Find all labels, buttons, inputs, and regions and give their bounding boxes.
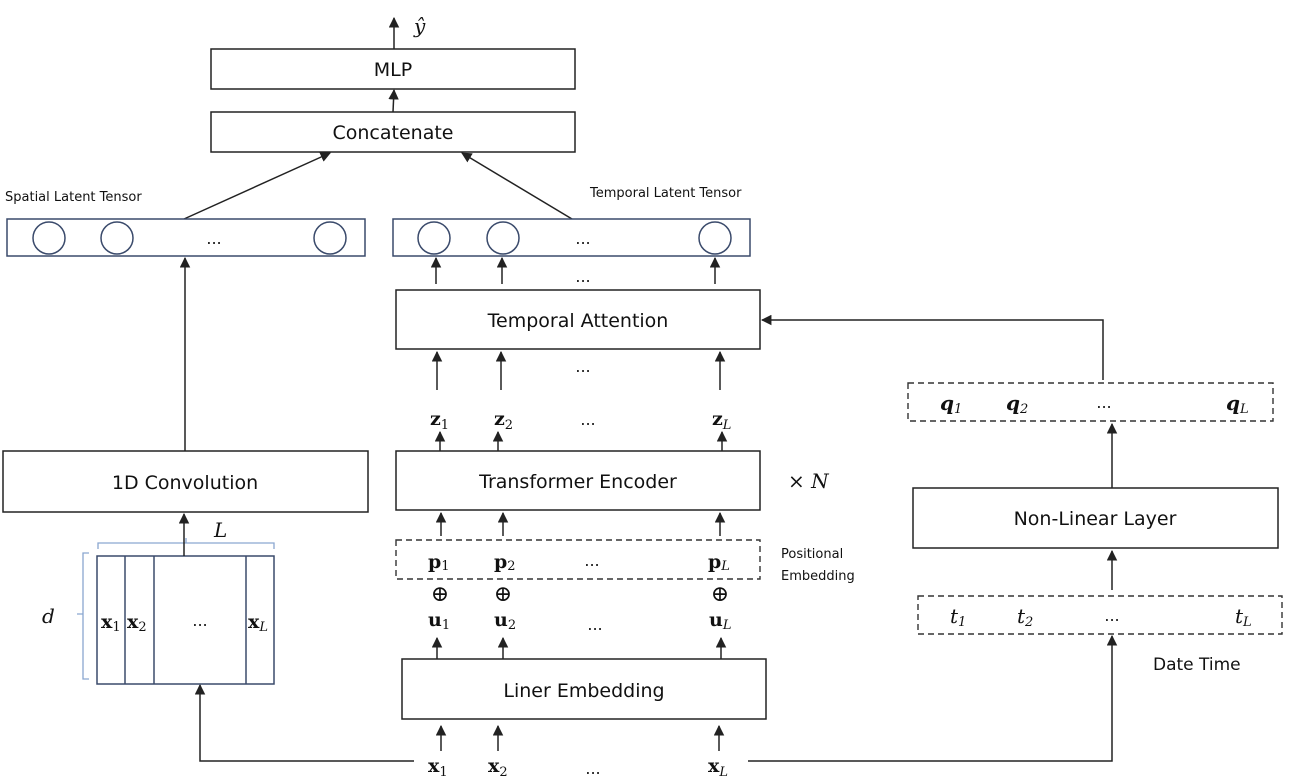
mlp-label: MLP xyxy=(374,59,412,81)
spatial-neuron xyxy=(100,221,134,255)
output-symbol: ŷ xyxy=(413,14,426,38)
t-L: tL xyxy=(1235,604,1252,630)
temporal-tensor-label: Temporal Latent Tensor xyxy=(589,186,742,201)
positional-embedding-box: p1 p2 ... pL xyxy=(395,539,761,580)
mlp-block: MLP xyxy=(210,48,576,90)
temporal-neuron xyxy=(417,221,451,255)
concat-to-mlp-arrow xyxy=(388,88,399,113)
temporal-ellipsis: ... xyxy=(575,229,590,248)
temporal-to-concat-arrow xyxy=(461,152,573,220)
linear-embedding-block: Liner Embedding xyxy=(401,658,767,720)
oplus-icon: ⊕ xyxy=(711,582,729,607)
concatenate-label: Concatenate xyxy=(333,122,454,144)
p-2: p2 xyxy=(494,551,516,574)
z-sequence: z1 z2 ... zL xyxy=(430,408,731,433)
transformer-encoder-label: Transformer Encoder xyxy=(478,471,677,493)
u-2: u2 xyxy=(494,609,516,633)
q-1: q1 xyxy=(940,391,962,417)
x-1: x1 xyxy=(428,755,448,780)
conv1d-block: 1D Convolution xyxy=(2,450,369,513)
conv1d-label: 1D Convolution xyxy=(112,472,258,494)
t-ellipsis: ... xyxy=(1104,606,1119,625)
p-1: p1 xyxy=(428,551,450,574)
height-brace xyxy=(77,552,89,680)
spatial-ellipsis: ... xyxy=(206,229,221,248)
matrix-ellipsis: ... xyxy=(192,611,207,630)
input-to-spatial-line xyxy=(194,683,414,762)
z-ellipsis: ... xyxy=(580,410,595,429)
concatenate-block: Concatenate xyxy=(210,111,576,153)
z-attn-ellipsis: ... xyxy=(575,357,590,376)
oplus-icon: ⊕ xyxy=(494,582,512,607)
temporal-latent-tensor: ... xyxy=(392,218,751,257)
dim-d-label: d xyxy=(42,604,55,628)
width-brace xyxy=(97,538,275,549)
matrix-x-2: x2 xyxy=(127,611,147,635)
temporal-neuron xyxy=(698,221,732,255)
temporal-attention-block: Temporal Attention xyxy=(395,289,761,350)
datetime-box: t1 t2 ... tL xyxy=(917,595,1283,635)
q-2: q2 xyxy=(1006,391,1028,417)
temporal-attention-label: Temporal Attention xyxy=(487,310,669,332)
z-1: z1 xyxy=(430,408,449,433)
nonlinear-layer-label: Non-Linear Layer xyxy=(1014,508,1177,530)
nonlinear-layer-block: Non-Linear Layer xyxy=(912,487,1279,549)
u-ellipsis: ... xyxy=(587,615,602,634)
repeat-n-label: × N xyxy=(788,469,830,493)
spatial-neuron xyxy=(313,221,347,255)
spatial-tensor-label: Spatial Latent Tensor xyxy=(5,190,142,205)
temporal-neuron xyxy=(486,221,520,255)
z-2: z2 xyxy=(494,408,513,433)
u-1: u1 xyxy=(428,609,450,633)
t-2: t2 xyxy=(1017,604,1033,630)
x-L: xL xyxy=(708,755,728,780)
query-to-attention-line xyxy=(760,314,1104,380)
q-ellipsis: ... xyxy=(1096,393,1111,412)
input-to-datetime-line xyxy=(748,634,1118,762)
t-1: t1 xyxy=(950,604,966,630)
linear-embedding-label: Liner Embedding xyxy=(503,680,664,702)
x-2: x2 xyxy=(488,755,508,780)
attn-out-ellipsis: ... xyxy=(575,267,590,286)
dim-L-label: L xyxy=(213,518,227,542)
matrix-x-L: xL xyxy=(248,611,268,635)
positional-label-line1: Positional xyxy=(781,547,843,562)
u-sequence: u1 u2 ... uL xyxy=(428,609,731,634)
spatial-to-concat-arrow xyxy=(183,152,331,220)
matrix-x-1: x1 xyxy=(101,611,121,635)
query-box: q1 q2 ... qL xyxy=(907,382,1274,422)
transformer-encoder-block: Transformer Encoder xyxy=(395,450,761,511)
spatial-latent-tensor: ... xyxy=(6,218,366,257)
u-L: uL xyxy=(709,609,731,633)
x-input-sequence: x1 x2 ... xL xyxy=(428,755,728,780)
positional-label-line2: Embedding xyxy=(781,569,855,584)
x-ellipsis: ... xyxy=(585,759,600,778)
p-ellipsis: ... xyxy=(584,551,599,570)
q-L: qL xyxy=(1226,391,1249,417)
z-L: zL xyxy=(712,408,731,433)
input-matrix: x1 x2 ... xL xyxy=(96,555,275,685)
p-L: pL xyxy=(708,551,730,574)
date-time-label: Date Time xyxy=(1153,655,1241,675)
spatial-neuron xyxy=(32,221,66,255)
oplus-icon: ⊕ xyxy=(431,582,449,607)
